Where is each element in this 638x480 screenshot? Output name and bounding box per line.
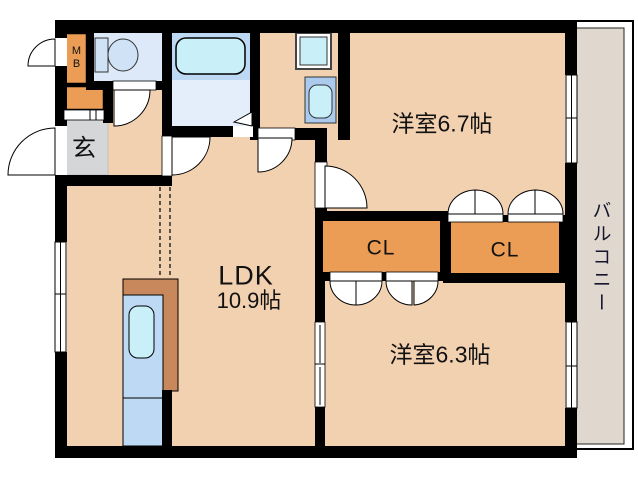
wall xyxy=(338,20,350,140)
wall xyxy=(565,20,577,75)
wall xyxy=(86,33,94,90)
wall xyxy=(250,128,258,140)
shoe-cabinet-front xyxy=(63,109,105,121)
label-ldk-size: 10.9帖 xyxy=(216,288,282,313)
toilet-tank-icon xyxy=(94,37,109,73)
label-closet-right: CL xyxy=(490,238,520,262)
wall xyxy=(315,281,325,322)
closet-left xyxy=(323,221,440,272)
washroom-door-swing xyxy=(257,137,293,173)
washing-machine-tub xyxy=(299,36,328,66)
wall xyxy=(55,175,172,186)
hall-ldk-door xyxy=(161,135,173,177)
bifold-door-leaf xyxy=(385,280,413,306)
wall xyxy=(295,128,317,140)
bathroom-floor xyxy=(172,80,250,126)
toilet-door xyxy=(112,80,157,91)
closet-left-door-line xyxy=(329,271,383,282)
wall xyxy=(162,20,172,137)
hall-ldk-door-swing xyxy=(171,136,211,176)
label-balcony: バルコニー xyxy=(589,200,611,316)
wall xyxy=(315,128,327,162)
closet-left-door-line xyxy=(385,271,439,282)
toilet-bowl-icon xyxy=(107,38,139,72)
wall xyxy=(162,126,233,137)
bifold-door-leaf xyxy=(355,280,383,306)
toilet-door-swing xyxy=(113,89,151,127)
bifold-door-leaf xyxy=(413,280,439,306)
bathtub-icon xyxy=(175,37,246,75)
wall xyxy=(55,176,67,242)
bifold-door-leaf xyxy=(474,189,504,215)
bifold-door-leaf xyxy=(534,189,564,215)
closet-right-door-line xyxy=(447,213,504,223)
closet-right-door-line xyxy=(507,213,564,223)
wall xyxy=(55,446,577,458)
label-ldk: LDK xyxy=(218,260,274,291)
wall xyxy=(55,20,577,33)
closet-right xyxy=(451,222,559,273)
label-bedroom2: 洋室6.3帖 xyxy=(389,341,491,368)
wall xyxy=(250,20,260,137)
wall xyxy=(55,352,67,458)
wall xyxy=(103,84,113,123)
bath-folding-door xyxy=(232,111,253,127)
label-bedroom1: 洋室6.7帖 xyxy=(391,110,493,137)
meter-box-opening xyxy=(55,38,67,66)
entrance-door-swing xyxy=(7,127,56,176)
entrance-opening xyxy=(55,126,67,175)
wall xyxy=(565,408,577,458)
kitchen-sink-icon xyxy=(128,305,155,359)
meter-box-door-swing xyxy=(27,38,56,67)
bath-door-opening xyxy=(233,126,253,137)
wall xyxy=(55,20,67,38)
vanity-sink-icon xyxy=(308,84,333,119)
bedroom1-door-swing xyxy=(324,165,368,209)
wall xyxy=(565,163,577,322)
label-meter-box: MB xyxy=(70,45,83,71)
wall xyxy=(315,407,325,446)
balcony-floor xyxy=(574,27,625,445)
label-genkan: 玄 xyxy=(72,135,96,162)
label-closet-left: CL xyxy=(366,236,396,260)
wall xyxy=(162,390,172,446)
